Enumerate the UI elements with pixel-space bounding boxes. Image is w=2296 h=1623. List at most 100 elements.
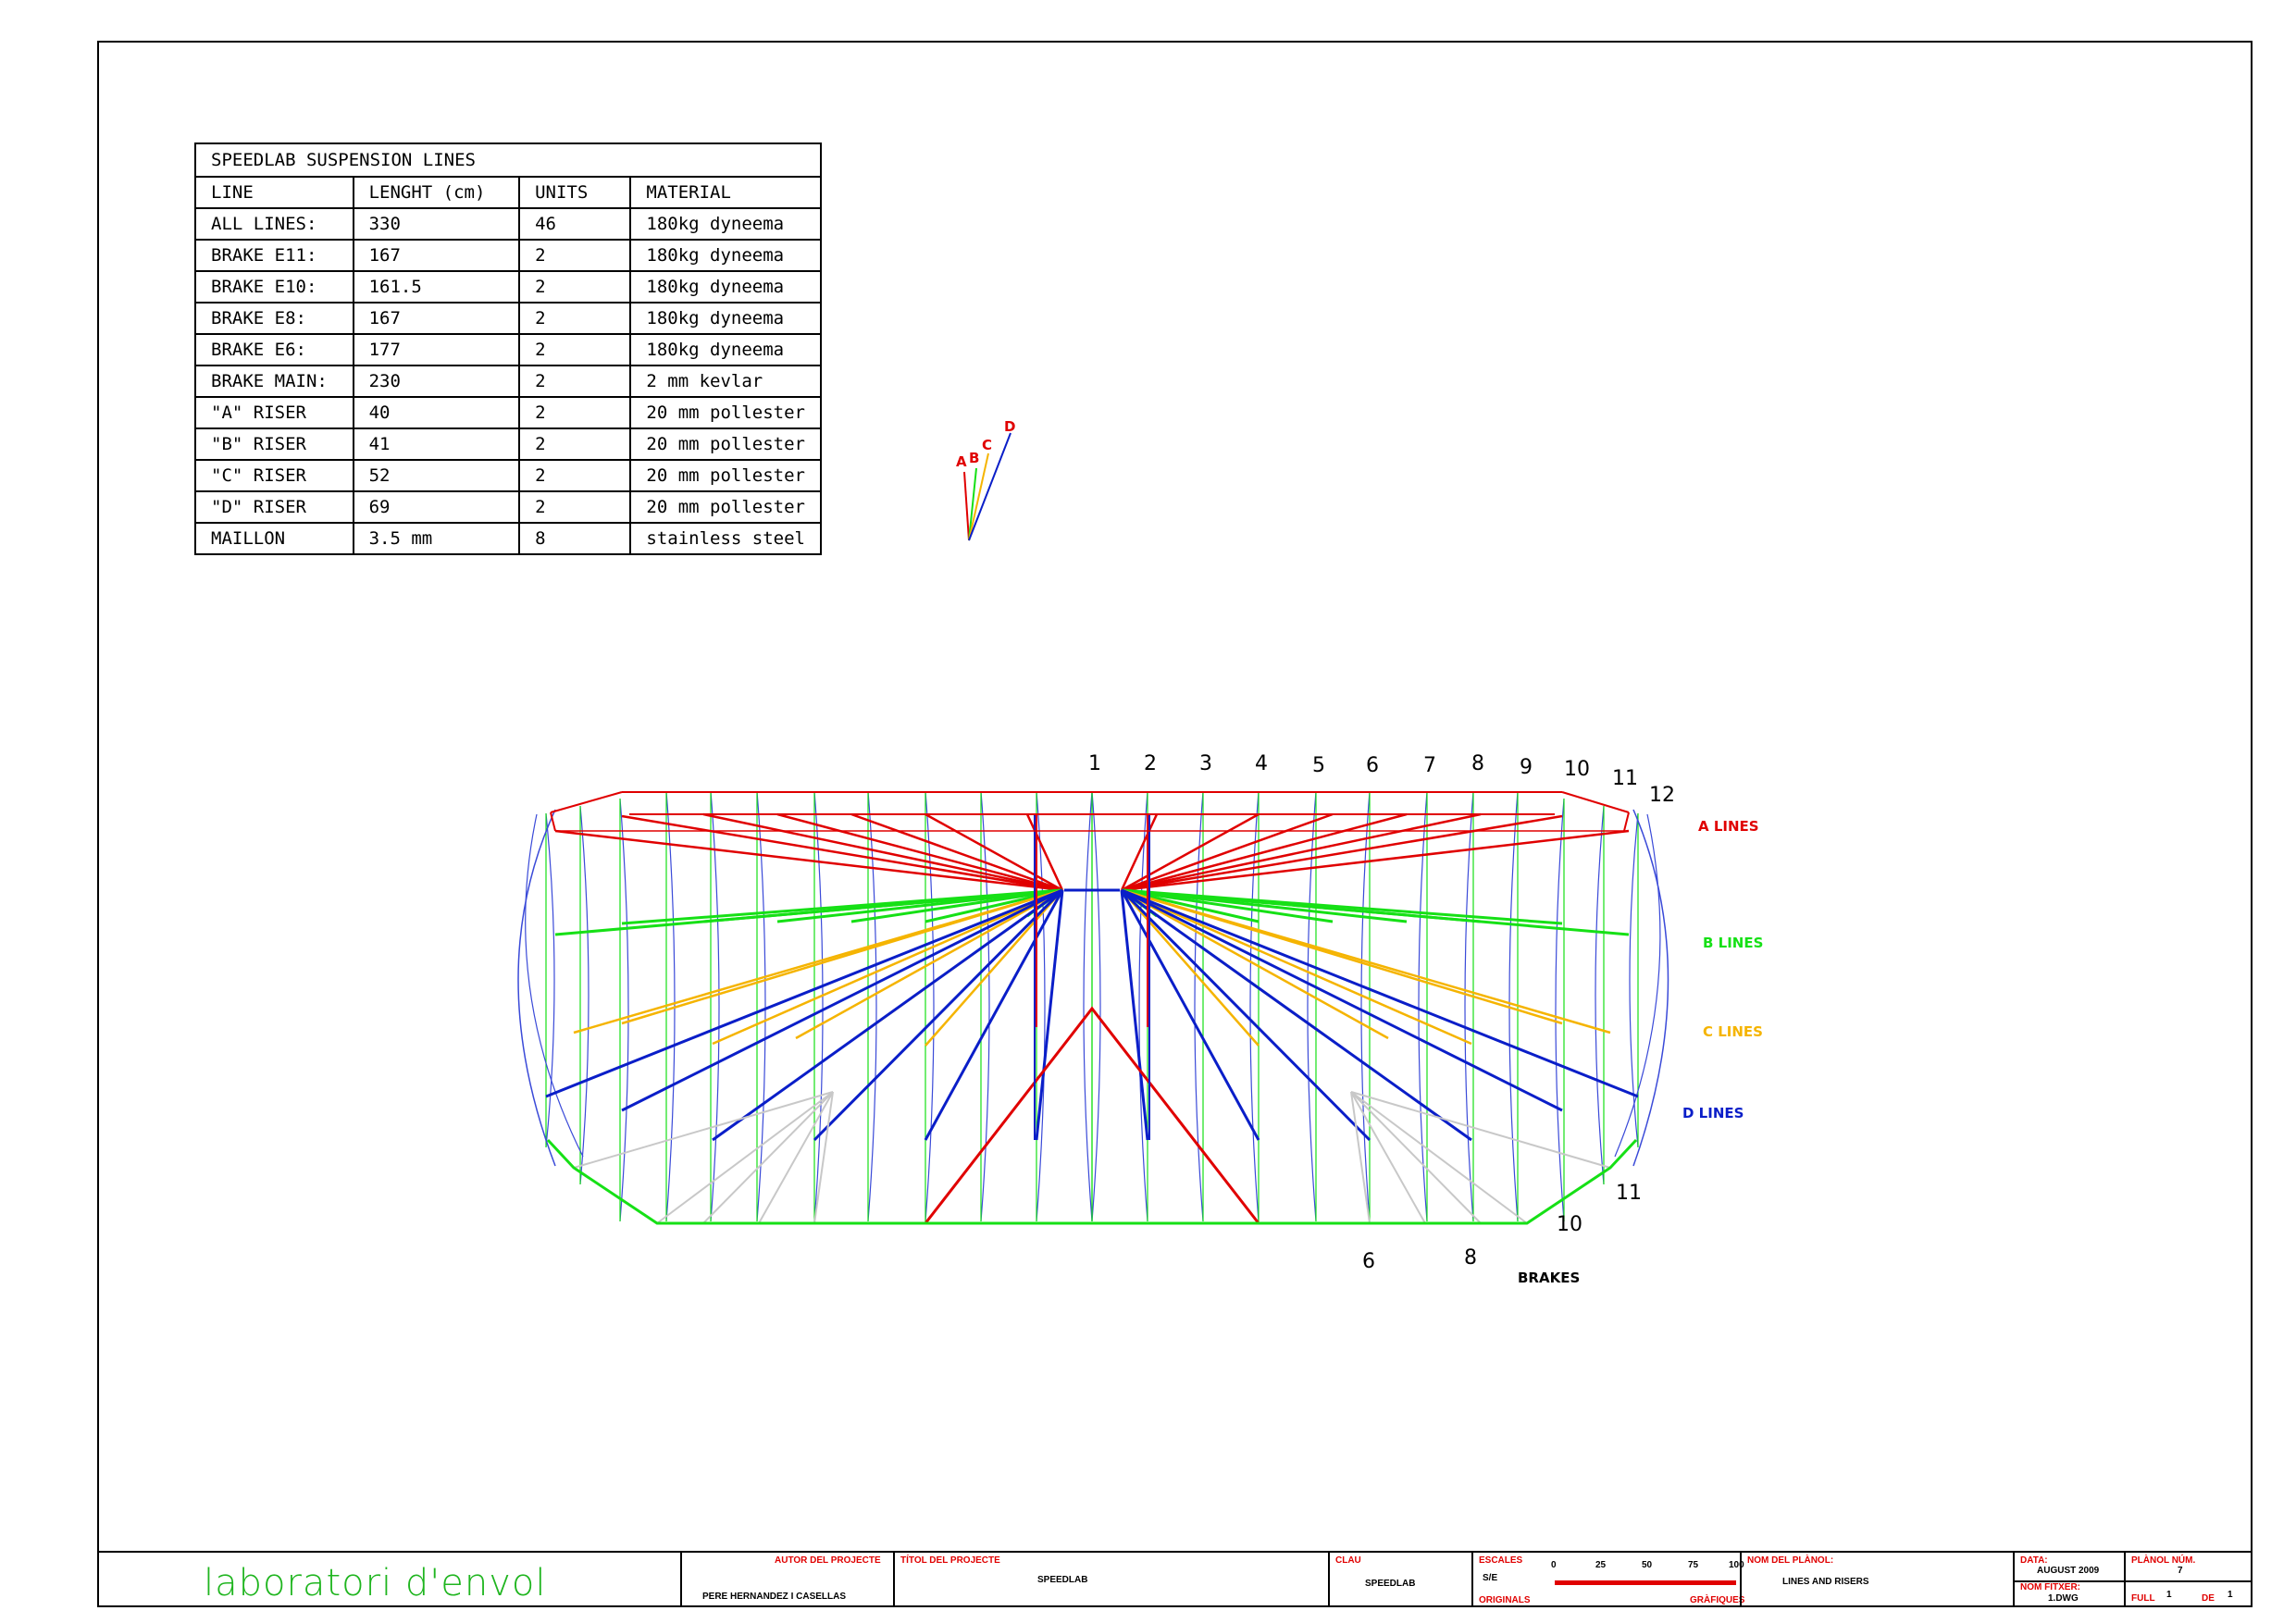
a-line [1121, 812, 1260, 892]
scale-cell: ESCALES S/E ORIGINALS GRÀFIQUES 0 25 50 … [1471, 1553, 1744, 1607]
date-cell: DATA: AUGUST 2009 NOM FITXER: 1.DWG [2013, 1553, 2124, 1607]
graphic-scale-bar [1555, 1580, 1736, 1585]
cell-material: 180kg dyneema [629, 270, 822, 304]
cell-length: 52 [352, 459, 521, 492]
cell-length: 40 [352, 396, 521, 429]
rib-number-11: 11 [1612, 767, 1638, 790]
brakes-label: BRAKES [1518, 1270, 1580, 1286]
cell-units: 2 [518, 396, 632, 429]
riser-icon-label-b: B [969, 450, 979, 466]
cell-material: 180kg dyneema [629, 302, 822, 335]
rib-outline [1595, 805, 1605, 1185]
d-line [1121, 888, 1472, 1142]
brake-line [1350, 1091, 1426, 1224]
key-value: SPEEDLAB [1365, 1579, 1416, 1589]
rib-outline [579, 805, 590, 1185]
header-material: MATERIAL [629, 176, 822, 209]
a-line [621, 814, 1063, 892]
c-line [1121, 888, 1389, 1040]
a-line [1025, 813, 1064, 891]
author-label: AUTOR DEL PROJECTE [775, 1555, 881, 1566]
d-line [1121, 888, 1563, 1112]
sheet-number-value: 7 [2178, 1566, 2183, 1576]
cell-line: BRAKE E11: [194, 239, 354, 272]
cell-length: 177 [352, 333, 521, 366]
file-label: NOM FITXER: [2020, 1582, 2080, 1592]
leading-edge-right [1561, 791, 1630, 813]
sheet-number-label: PLÀNOL NÚM. [2131, 1555, 2196, 1566]
leading-edge-right-tip [1623, 812, 1630, 832]
rib-number-9: 9 [1520, 756, 1533, 779]
legend-a-lines: A LINES [1698, 818, 1759, 835]
rib-outline [1083, 790, 1093, 1222]
cell-line: ALL LINES: [194, 207, 354, 241]
a-line [554, 829, 1063, 892]
scale-tick-50: 50 [1642, 1560, 1653, 1570]
cell-material: 180kg dyneema [629, 207, 822, 241]
rib-outline [756, 790, 766, 1222]
scale-label: ESCALES [1479, 1555, 1523, 1566]
cell-length: 167 [352, 239, 521, 272]
cell-units: 46 [518, 207, 632, 241]
riser-icon: A B C D [956, 418, 1015, 541]
cell-units: 2 [518, 427, 632, 461]
brake-line [1350, 1091, 1371, 1224]
rib-number-7: 7 [1423, 754, 1436, 777]
wingtip-left-inner [525, 813, 584, 1158]
table-title: SPEEDLAB SUSPENSION LINES [194, 142, 822, 176]
cell-length: 161.5 [352, 270, 521, 304]
cell-material: 2 mm kevlar [629, 365, 822, 398]
a-line [776, 812, 1063, 892]
date-value: AUGUST 2009 [2037, 1566, 2100, 1576]
cell-material: 20 mm pollester [629, 396, 822, 429]
legend-c-lines: C LINES [1703, 1023, 1763, 1040]
rib-outline [980, 790, 990, 1222]
leading-edge-left-tip [550, 812, 556, 832]
cell-material: stainless steel [629, 522, 822, 555]
rib-outline [1464, 790, 1474, 1222]
brake-number: 11 [1616, 1182, 1642, 1205]
cell-material: 20 mm pollester [629, 427, 822, 461]
cell-line: BRAKE E8: [194, 302, 354, 335]
a-line [1121, 829, 1630, 892]
header-length: LENGHT (cm) [352, 176, 521, 209]
cell-units: 8 [518, 522, 632, 555]
project-title-cell: TÍTOL DEL PROJECTE SPEEDLAB [893, 1553, 1328, 1607]
rib-outline [1036, 790, 1046, 1222]
leading-edge-left [550, 791, 623, 813]
rib-outline [1360, 790, 1371, 1222]
d-line [1120, 889, 1260, 1141]
cell-length: 167 [352, 302, 521, 335]
cell-line: "B" RISER [194, 427, 354, 461]
cell-material: 20 mm pollester [629, 459, 822, 492]
a-line [702, 812, 1063, 892]
a-line [1121, 812, 1482, 892]
drawing-frame [97, 41, 2253, 1607]
b-line [1121, 888, 1408, 923]
author-value: PERE HERNANDEZ I CASELLAS [702, 1592, 847, 1602]
cell-length: 69 [352, 490, 521, 524]
rib-number-2: 2 [1144, 752, 1157, 775]
cell-units: 2 [518, 490, 632, 524]
cell-line: BRAKE E10: [194, 270, 354, 304]
header-line: LINE [194, 176, 354, 209]
key-label: CLAU [1335, 1555, 1361, 1566]
cell-units: 2 [518, 239, 632, 272]
legend-b-lines: B LINES [1703, 935, 1763, 951]
rib-outline [813, 790, 824, 1222]
b-line [1121, 888, 1260, 923]
brake-number: 6 [1362, 1250, 1375, 1273]
brake-line [1350, 1091, 1611, 1169]
cell-length: 3.5 mm [352, 522, 521, 555]
brake-main [924, 1006, 1260, 1224]
